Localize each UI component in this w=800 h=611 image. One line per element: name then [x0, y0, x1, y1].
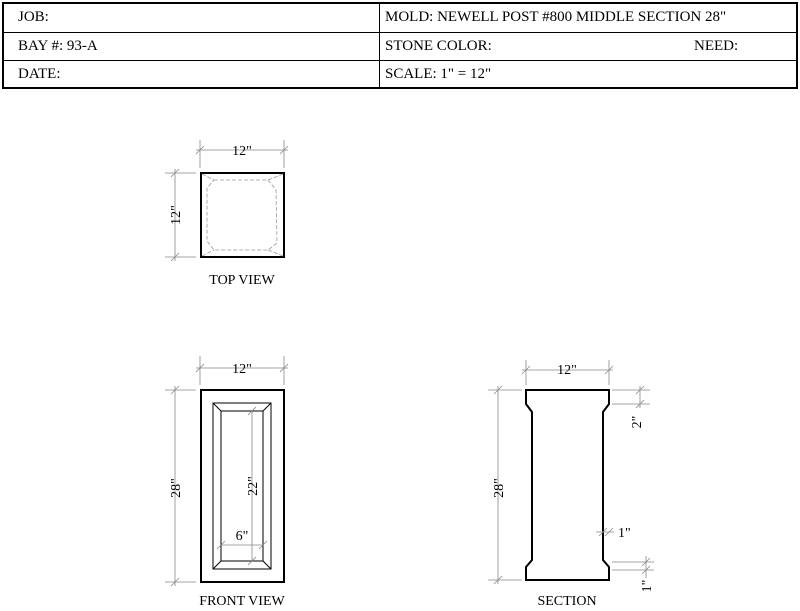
front-view: 12" 28" 22" 6" FRONT VIEW [165, 356, 289, 609]
title-block: JOB: MOLD: NEWELL POST #800 MIDDLE SECTI… [2, 2, 798, 89]
title-row-1: JOB: MOLD: NEWELL POST #800 MIDDLE SECTI… [4, 4, 796, 33]
section-width-label: 12" [557, 363, 577, 378]
section-height-label: 28" [492, 478, 507, 498]
stone-color-field: STONE COLOR: [385, 38, 492, 54]
front-width-label: 12" [232, 362, 252, 377]
date-field: DATE: [4, 61, 380, 89]
top-depth-label: 12" [169, 205, 184, 225]
job-field: JOB: [4, 4, 380, 32]
section-profile [525, 389, 610, 581]
front-panel-outer [212, 402, 272, 570]
section-top-notch-label: 2" [630, 416, 645, 429]
section-view-title: SECTION [537, 594, 596, 609]
section-bottom-notch-label: 1" [640, 580, 655, 593]
scale-field: SCALE: 1" = 12" [385, 66, 492, 82]
front-panel-width-label: 6" [236, 529, 249, 544]
top-view-title: TOP VIEW [209, 273, 275, 288]
mold-field: MOLD: NEWELL POST #800 MIDDLE SECTION 28… [385, 9, 727, 25]
section-view: 12" 28" 2" 1" 1" SECTION [488, 360, 655, 609]
front-height-label: 28" [169, 478, 184, 498]
bay-field: BAY #: 93-A [4, 33, 380, 60]
title-row-2: BAY #: 93-A STONE COLOR: NEED: [4, 33, 796, 61]
front-outline [200, 389, 285, 583]
top-view: 12" 12" TOP VIEW [165, 140, 289, 288]
top-width-label: 12" [232, 144, 252, 159]
title-row-3: DATE: SCALE: 1" = 12" [4, 61, 796, 89]
front-view-title: FRONT VIEW [199, 594, 285, 609]
need-field: NEED: [694, 38, 739, 54]
top-outline [200, 172, 285, 258]
section-bottom-inset-label: 1" [618, 526, 631, 541]
front-panel-height-label: 22" [246, 476, 261, 496]
front-panel-inner [220, 410, 264, 562]
